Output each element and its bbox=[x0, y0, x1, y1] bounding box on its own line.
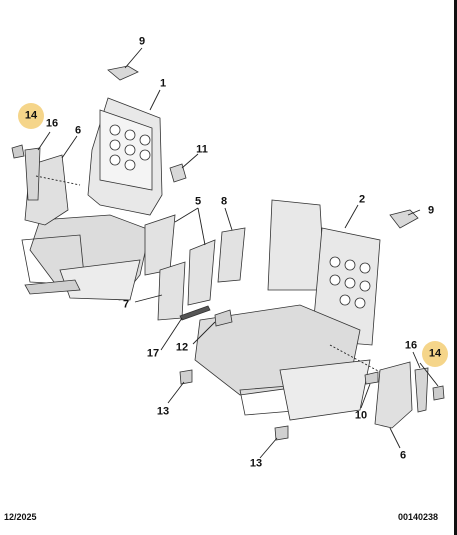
callout-9-top: 9 bbox=[138, 35, 146, 48]
footer-date: 12/2025 bbox=[4, 512, 37, 522]
cover-8 bbox=[217, 227, 246, 283]
left-seat-base-frame bbox=[21, 214, 151, 301]
part-10 bbox=[364, 371, 379, 385]
left-seatback-frame bbox=[87, 97, 163, 216]
callout-16-right: 16 bbox=[404, 339, 418, 352]
callout-8: 8 bbox=[220, 195, 228, 208]
callout-2: 2 bbox=[358, 193, 366, 206]
part-13a bbox=[179, 369, 193, 385]
left-trim-16 bbox=[24, 147, 41, 201]
headrest-guide-right bbox=[389, 209, 419, 229]
callout-11: 11 bbox=[196, 143, 208, 156]
right-clip-14 bbox=[432, 385, 445, 401]
part-12 bbox=[214, 309, 233, 327]
callout-7: 7 bbox=[122, 298, 130, 311]
highlight-circle-14-left bbox=[18, 103, 44, 129]
callout-5: 5 bbox=[194, 195, 202, 208]
cover-5b bbox=[187, 239, 216, 306]
callout-14-left: 14 bbox=[24, 109, 38, 122]
callout-6-right: 6 bbox=[399, 449, 407, 462]
callout-1: 1 bbox=[159, 77, 167, 90]
callout-13-left: 13 bbox=[156, 405, 170, 418]
callout-16-left: 16 bbox=[45, 117, 59, 130]
right-seat-base-frame bbox=[194, 304, 371, 421]
callout-6-left: 6 bbox=[74, 124, 82, 137]
part-13b bbox=[274, 425, 289, 441]
callout-17: 17 bbox=[146, 347, 160, 360]
part-17 bbox=[179, 305, 211, 321]
right-side-cover bbox=[374, 361, 413, 429]
right-border-line bbox=[454, 0, 457, 535]
highlight-circle-14-right bbox=[422, 341, 448, 367]
callout-12: 12 bbox=[175, 341, 189, 354]
footer-reference: 00140238 bbox=[398, 512, 439, 522]
cover-5a bbox=[144, 214, 176, 276]
right-trim-16 bbox=[414, 367, 429, 413]
cover-7 bbox=[157, 261, 186, 321]
part-11 bbox=[169, 163, 187, 183]
callout-14-right: 14 bbox=[428, 347, 442, 360]
right-seatback-frames bbox=[267, 199, 381, 346]
headrest-guide-top bbox=[107, 65, 139, 81]
left-clip-14 bbox=[11, 144, 25, 159]
callout-9-right: 9 bbox=[427, 204, 435, 217]
callout-13-bottom: 13 bbox=[249, 457, 263, 470]
callout-10: 10 bbox=[354, 409, 368, 422]
